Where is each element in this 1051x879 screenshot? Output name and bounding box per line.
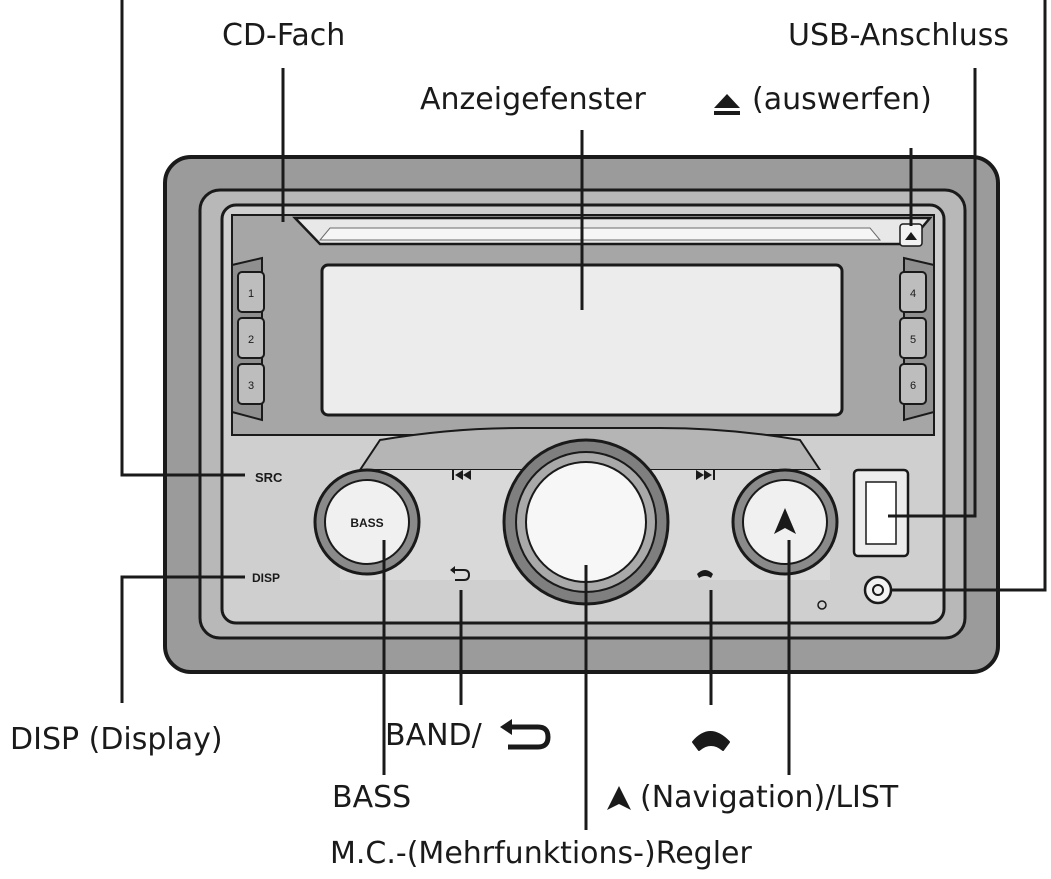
label-eject: (auswerfen)	[752, 82, 932, 117]
leader-src	[120, 0, 245, 477]
eject-button-glyph	[905, 232, 917, 240]
label-disp: DISP (Display)	[10, 722, 223, 757]
preset-label-4: 4	[910, 288, 916, 300]
bass-button-label: BASS	[350, 516, 383, 530]
preset-button-2[interactable]	[237, 317, 265, 359]
nav-label-arrow-icon	[607, 786, 631, 810]
label-band: BAND/	[385, 718, 482, 753]
label-bass: BASS	[332, 780, 412, 815]
aux-jack-hole	[872, 584, 884, 596]
phone-label-icon	[692, 731, 730, 751]
usb-port-inner	[865, 481, 897, 545]
preset-button-4[interactable]	[899, 271, 927, 313]
next-track-icon[interactable]	[696, 470, 715, 480]
label-mc-dial: M.C.-(Mehrfunktions-)Regler	[330, 836, 752, 871]
disp-button[interactable]: DISP	[252, 571, 280, 585]
preset-label-1: 1	[248, 288, 254, 300]
leader-disp	[120, 575, 245, 703]
leader-usb	[888, 68, 977, 518]
preset-button-6[interactable]	[899, 363, 927, 405]
back-arrow-icon[interactable]	[450, 566, 471, 581]
preset-label-3: 3	[248, 380, 254, 392]
src-button[interactable]: SRC	[255, 470, 283, 485]
previous-track-icon[interactable]	[452, 470, 471, 480]
label-usb-port: USB-Anschluss	[788, 18, 1010, 53]
phone-icon[interactable]	[697, 570, 713, 578]
preset-button-5[interactable]	[899, 317, 927, 359]
label-navigation-list: (Navigation)/LIST	[640, 780, 899, 815]
preset-label-5: 5	[910, 334, 916, 346]
navigation-arrow-icon	[774, 508, 796, 534]
label-cd-slot: CD-Fach	[222, 18, 346, 53]
label-display-window: Anzeigefenster	[420, 82, 646, 117]
cd-slot-chrome	[318, 227, 882, 241]
preset-label-2: 2	[248, 334, 254, 346]
mc-dial[interactable]	[525, 461, 647, 583]
preset-button-3[interactable]	[237, 363, 265, 405]
eject-icon	[714, 94, 740, 115]
preset-button-1[interactable]	[237, 271, 265, 313]
aux-jack[interactable]	[863, 575, 893, 605]
leader-aux	[892, 0, 1047, 592]
preset-label-6: 6	[910, 380, 916, 392]
mic-indicator-icon	[817, 600, 827, 610]
band-back-arrow-icon	[500, 719, 551, 750]
bass-button[interactable]	[324, 479, 410, 565]
